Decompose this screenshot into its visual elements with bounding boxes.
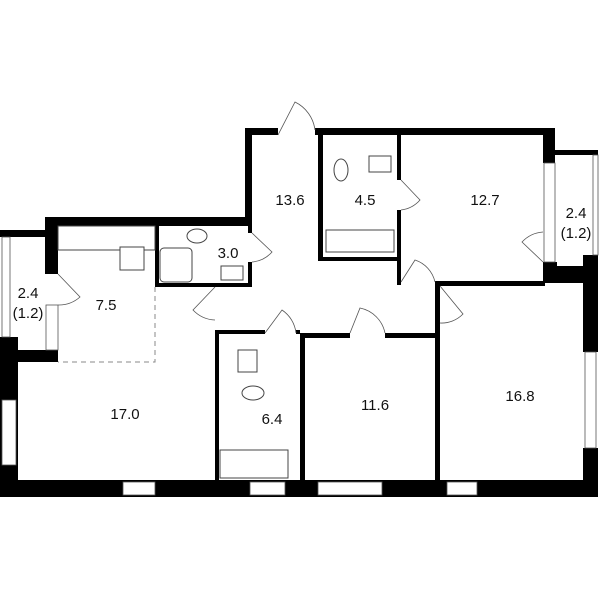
balcony-right-area: 2.4 (566, 205, 587, 222)
balcony-left-sub: (1.2) (13, 305, 44, 322)
walls (0, 128, 598, 497)
room-living-area: 17.0 (110, 406, 139, 423)
fixtures (57, 155, 395, 479)
room-labels: 13.6 4.5 12.7 2.4 (1.2) 2.4 (1.2) 7.5 3.… (13, 192, 592, 428)
balcony-left-area: 2.4 (18, 285, 39, 302)
bathtub-icon (325, 229, 395, 253)
balcony-right-sub: (1.2) (561, 225, 592, 242)
bathtub-icon (219, 449, 289, 479)
room-bedroom-right-area: 16.8 (505, 388, 534, 405)
room-bedroom-top-area: 12.7 (470, 192, 499, 209)
windows (1, 154, 599, 496)
toilet-icon (333, 158, 349, 182)
doors (57, 101, 544, 334)
room-wc-area: 3.0 (218, 245, 239, 262)
room-kitchen-area: 7.5 (96, 297, 117, 314)
shower-icon (159, 247, 193, 283)
room-bedroom-middle-area: 11.6 (361, 397, 389, 414)
room-bathroom-bottom-area: 6.4 (262, 411, 283, 428)
toilet-icon (241, 385, 265, 401)
sink-icon (119, 246, 145, 271)
room-bathroom-top-area: 4.5 (355, 192, 376, 209)
kitchen-zone-dashed-line (58, 287, 156, 363)
room-hall-area: 13.6 (275, 192, 304, 209)
toilet-icon (186, 228, 208, 244)
